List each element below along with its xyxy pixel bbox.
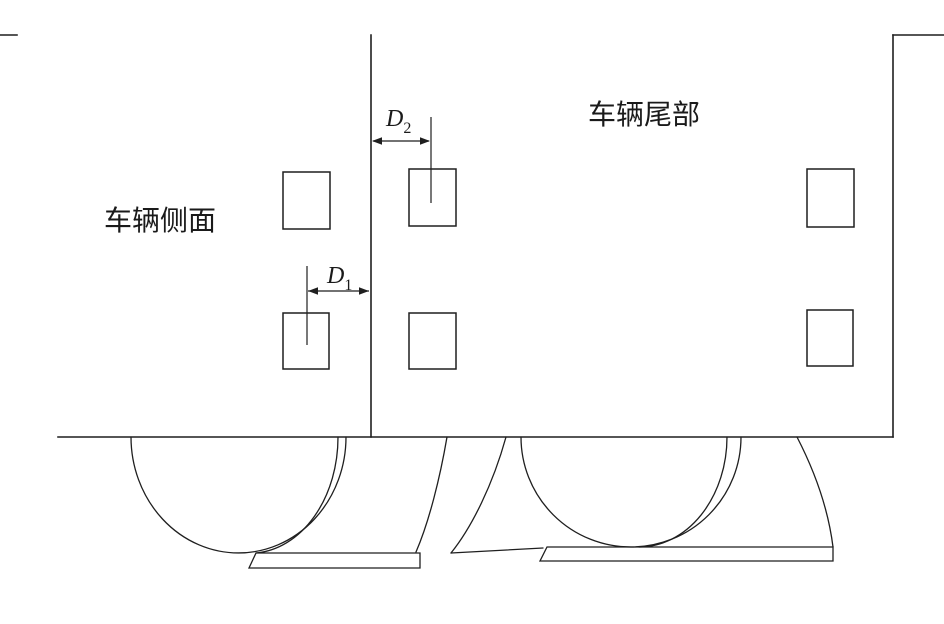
wheel-tire-side bbox=[255, 436, 339, 554]
wheel-tire-rear bbox=[638, 436, 728, 548]
square-side-lower bbox=[282, 312, 330, 370]
d2-arrowhead-right bbox=[420, 137, 430, 145]
plate-connector-line bbox=[450, 547, 544, 554]
square-rear-left-upper bbox=[408, 168, 457, 227]
dimension-d1: D1 bbox=[306, 263, 369, 345]
square-rear-right-upper bbox=[806, 168, 855, 228]
rear-view-label: 车辆尾部 bbox=[588, 99, 700, 131]
wheel-arc-far-right bbox=[796, 436, 834, 548]
dim-d1-label: D1 bbox=[326, 263, 352, 294]
dimension-d2: D2 bbox=[372, 106, 432, 203]
square-rear-right-lower bbox=[806, 309, 854, 367]
side-view-label: 车辆侧面 bbox=[104, 205, 216, 237]
square-side-upper bbox=[282, 171, 331, 230]
wheel-arch-rear bbox=[520, 436, 742, 548]
d2-arrowhead-left bbox=[372, 137, 382, 145]
d1-arrowhead-left bbox=[308, 287, 318, 295]
wheel-arc-middle-inner bbox=[415, 436, 448, 553]
wheel-arch-side bbox=[130, 436, 347, 554]
wheel-arc-middle-outer bbox=[450, 436, 507, 554]
dim-d2-label: D2 bbox=[385, 106, 411, 137]
ground-plate-right bbox=[538, 546, 834, 562]
square-rear-left-lower bbox=[408, 312, 457, 370]
ground-plate-left bbox=[247, 552, 421, 569]
d1-arrowhead-right bbox=[359, 287, 369, 295]
